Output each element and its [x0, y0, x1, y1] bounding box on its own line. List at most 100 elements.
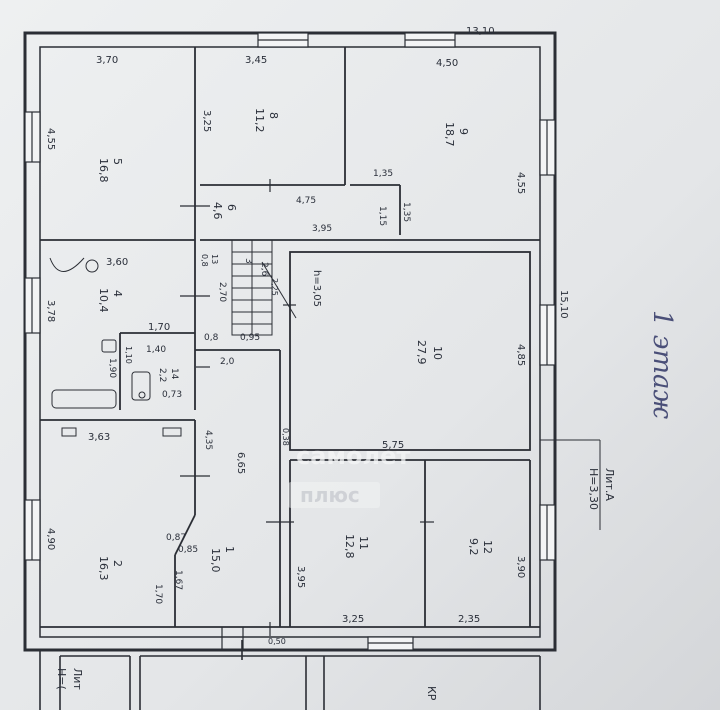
- liter-label: Лит.А: [603, 468, 616, 501]
- room-2-dim2: 1,70: [153, 584, 163, 604]
- room-3-dim2: 2,25: [270, 278, 279, 296]
- windows: [24, 32, 556, 651]
- liter-bottom-height: H=(: [55, 668, 68, 690]
- room-10-number: 10: [431, 346, 444, 360]
- room-12-area: 9,2: [467, 538, 480, 556]
- room-13: 13 0,8: [200, 254, 219, 267]
- room-1-dim2: 2,0: [220, 357, 235, 367]
- room-4-bottom: 1,70: [148, 322, 170, 333]
- floor-note: 1 этаж: [647, 310, 677, 420]
- room-2-area: 16,3: [97, 556, 110, 581]
- overall-dimensions: 13,10 15,10: [466, 26, 569, 319]
- watermark-line1: самолет: [296, 442, 410, 470]
- room-11-area: 12,8: [343, 534, 356, 559]
- room-5-height: 4,55: [45, 128, 56, 150]
- room-1-dim5: 0,38: [281, 428, 290, 446]
- watermark-line2: плюс: [300, 483, 360, 507]
- room-14-width: 1,40: [146, 345, 166, 355]
- room-4: 3,60 3,78 4 10,4 1,70: [45, 257, 170, 333]
- room-14-dim2: 0,73: [162, 390, 182, 400]
- room-13-area: 0,8: [200, 254, 209, 267]
- room-12-width: 2,35: [458, 614, 480, 625]
- staircase: [231, 239, 297, 336]
- room-9-extra1: 1,35: [373, 169, 393, 179]
- room-6: 6 4,6 4,75 3,95 1,15: [211, 196, 387, 234]
- room-14-dim1: 1,10: [124, 346, 133, 364]
- room-14-height: 1,90: [107, 358, 117, 378]
- room-4-width: 3,60: [106, 257, 128, 268]
- liter-bottom-label: Лит: [71, 668, 84, 690]
- room-10: h=3,05 10 27,9 4,85 5,75: [311, 270, 526, 451]
- room-8-area: 11,2: [253, 108, 266, 133]
- room-2-dim1: 4,35: [203, 430, 213, 450]
- room-1: 6,65 2,0 0,85 1,67 0,38 0,50 1 15,0: [173, 357, 290, 646]
- porch-label: КР: [425, 686, 438, 701]
- room-2-width: 3,63: [88, 432, 110, 443]
- room-6-width: 4,75: [296, 196, 316, 206]
- room-1-number: 1: [223, 546, 236, 553]
- room-10-ceiling: h=3,05: [311, 270, 322, 307]
- room-11-width: 3,25: [342, 614, 364, 625]
- room-8-height: 3,25: [201, 110, 212, 132]
- room-4-height: 3,78: [45, 300, 56, 322]
- room-12-height: 3,90: [515, 556, 526, 578]
- room-9-number: 9: [457, 128, 470, 135]
- room-5: 3,70 4,55 5 16,8: [45, 55, 124, 183]
- room-1-area: 15,0: [209, 548, 222, 573]
- room-5-number: 5: [111, 158, 124, 165]
- room-12: 12 9,2 3,90 2,35: [458, 538, 526, 625]
- room-5-width: 3,70: [96, 55, 118, 66]
- interior-walls: [40, 47, 540, 628]
- liter-callout: Лит.А H=3,30 Лит H=( КР: [55, 439, 616, 701]
- room-14: 1,40 1,90 14 2,2 1,10 0,73: [107, 345, 182, 400]
- room-6-area: 4,6: [211, 202, 224, 220]
- room-4-area: 10,4: [97, 288, 110, 313]
- room-11: 11 12,8 3,95 3,25: [295, 534, 370, 625]
- room-2-number: 2: [111, 560, 124, 567]
- room-3-dim4: 0,8: [204, 333, 219, 343]
- room-3-dim3: 0,95: [240, 333, 260, 343]
- room-6-number: 6: [225, 204, 238, 211]
- dim-overall-right: 15,10: [558, 290, 569, 319]
- room-8: 3,45 3,25 8 11,2: [201, 55, 280, 133]
- room-12-number: 12: [481, 540, 494, 554]
- room-9-width: 4,50: [436, 58, 458, 69]
- bath-fixtures: [49, 257, 182, 437]
- annex-walls: [39, 640, 541, 710]
- dim-overall-top: 13,10: [466, 26, 495, 37]
- room-2-height: 4,90: [45, 528, 56, 550]
- room-8-number: 8: [267, 112, 280, 119]
- room-8-width: 3,45: [245, 55, 267, 66]
- room-5-area: 16,8: [97, 158, 110, 183]
- room-3-area: 2,6: [259, 262, 269, 277]
- door-marks: [180, 179, 434, 650]
- room-10-width: 5,75: [382, 440, 404, 451]
- room-9-height: 4,55: [515, 172, 526, 194]
- room-6-width2: 3,95: [312, 224, 332, 234]
- liter-height: H=3,30: [587, 468, 600, 510]
- room-10-area: 27,9: [415, 340, 428, 365]
- room-1-dim3: 0,85: [178, 545, 198, 555]
- room-3: 3 2,6 2,70 2,25 0,95 0,8: [204, 258, 279, 343]
- watermark: самолет плюс: [288, 442, 410, 508]
- room-9-area: 18,7: [443, 122, 456, 147]
- room-10-height: 4,85: [515, 344, 526, 366]
- room-4-number: 4: [111, 290, 124, 297]
- room-3-dim1: 2,70: [217, 282, 227, 302]
- room-11-height: 3,95: [295, 566, 306, 588]
- room-9-extra2: 1,35: [401, 202, 411, 222]
- room-9: 4,50 4,55 9 18,7 1,35 1,35: [373, 58, 526, 222]
- room-13-number: 13: [210, 254, 219, 264]
- room-11-number: 11: [357, 536, 370, 550]
- room-1-dim1: 6,65: [235, 452, 246, 474]
- room-14-area: 2,2: [157, 368, 167, 382]
- room-3-number: 3: [243, 258, 253, 264]
- room-2-dim3: 0,87: [166, 533, 186, 543]
- room-1-dim4: 1,67: [173, 570, 183, 590]
- room-14-number: 14: [169, 368, 179, 380]
- room-6-height: 1,15: [377, 206, 387, 226]
- room-1-dim6: 0,50: [268, 637, 286, 646]
- room-2: 3,63 4,90 2 16,3 4,35 1,70 0,87: [45, 430, 213, 604]
